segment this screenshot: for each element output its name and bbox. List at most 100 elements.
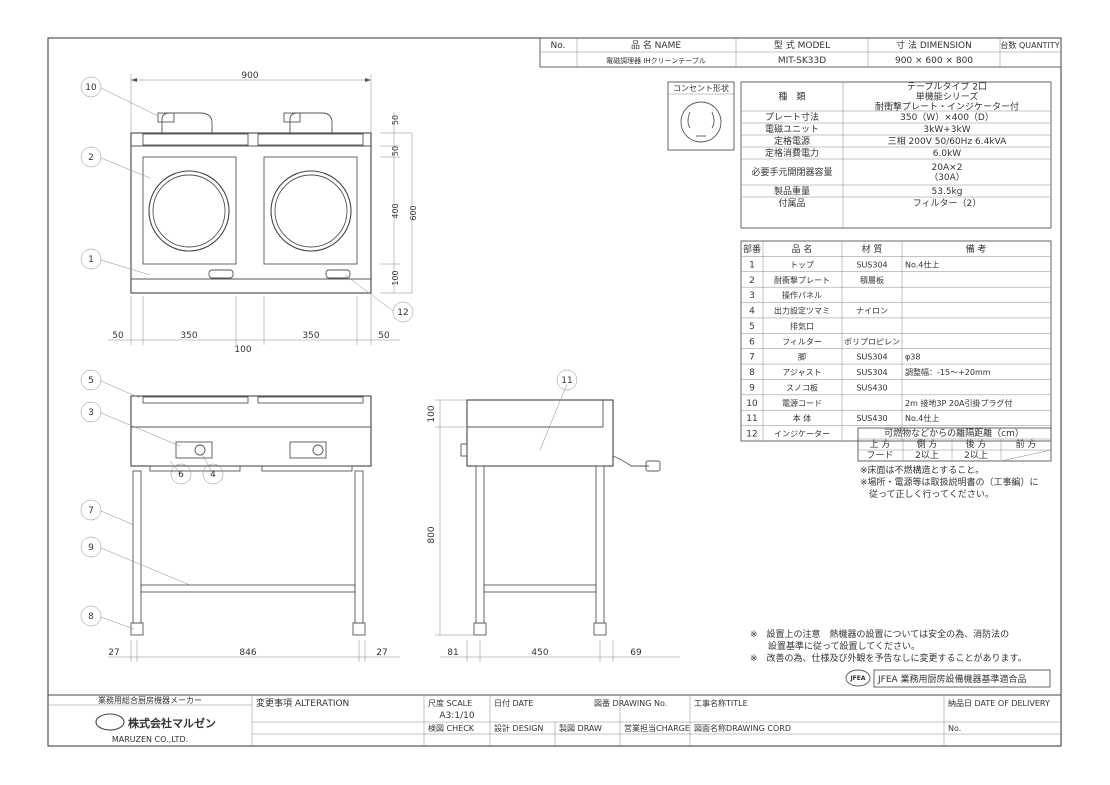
parts-no-1: 1 [749, 260, 755, 270]
dim-sv69: 69 [630, 648, 642, 658]
jfea-logo-text: JFEA [849, 675, 865, 682]
parts-no-4: 4 [749, 307, 755, 317]
spec-label-1: プレート寸法 [765, 111, 819, 123]
dim-900: 900 [241, 71, 258, 81]
spec-value-6-0: 53.5kg [932, 187, 963, 197]
parts-header-note: 備 考 [966, 243, 987, 255]
dim-b350l: 350 [180, 331, 197, 341]
dim-b50r: 50 [378, 331, 390, 341]
spec-value-0-1: 単機能シリーズ [916, 91, 979, 103]
parts-note-10: 2m 接地3P 20A引掛プラグ付 [905, 398, 1013, 408]
charge-label: 営業担当CHARGE [624, 723, 690, 733]
parts-name-12: インジケーター [774, 430, 830, 439]
spec-value-7-0: フィルター（2） [913, 198, 982, 209]
parts-material-9: SUS430 [856, 383, 887, 392]
quantity-header: 台数 QUANTITY [1000, 40, 1059, 50]
outlet-label: コンセント形状 [673, 83, 729, 93]
design-label: 設計 DESIGN [494, 723, 543, 733]
callout-9: 9 [88, 543, 94, 553]
scale-value: A3:1/10 [439, 711, 474, 721]
spec-value-5-0: 20A×2 [932, 163, 963, 173]
callout-6: 6 [178, 470, 184, 480]
company-jp: 株式会社マルゼン [128, 716, 216, 730]
parts-name-9: スノコ板 [786, 382, 818, 392]
jfea-logo-icon [845, 669, 871, 687]
callout-1: 1 [88, 255, 94, 265]
spec-label-7: 付属品 [778, 198, 805, 209]
dimension-header: 寸 法 DIMENSION [896, 39, 972, 51]
dimension-value: 900 × 600 × 800 [895, 56, 973, 66]
parts-name-3: 操作パネル [782, 290, 822, 300]
parts-name-1: トップ [790, 260, 814, 269]
spec-value-5-1: （30A） [929, 172, 965, 183]
clearance-header-3: 前 方 [1016, 438, 1037, 450]
callout-11: 11 [561, 376, 572, 386]
parts-name-7: 脚 [798, 352, 806, 362]
clearance-title: 可燃物などからの離隔距離（cm） [884, 427, 1024, 439]
clearance-header-1: 側 方 [917, 438, 938, 450]
spec-value-4-0: 6.0kW [933, 149, 962, 159]
clearance-value-1: 2以上 [915, 450, 939, 461]
dim-s800: 800 [427, 526, 437, 543]
dim-f27r: 27 [376, 648, 387, 658]
parts-no-12: 12 [746, 430, 757, 440]
parts-no-7: 7 [749, 353, 755, 363]
no-header: No. [551, 41, 566, 51]
spec-value-3-0: 三相 200V 50/60Hz 6.4kVA [888, 135, 1007, 147]
callout-10: 10 [85, 83, 97, 93]
clearance-note-2: 従って正しく行ってください。 [860, 488, 994, 500]
callout-3: 3 [88, 408, 94, 418]
dim-100: 100 [391, 270, 400, 285]
spec-value-1-0: 350（W）×400（D） [900, 112, 994, 123]
callout-5: 5 [88, 376, 94, 386]
parts-name-2: 耐衝撃プレート [774, 275, 830, 285]
name-value: 電磁調理器 IHクリーンテーブル [606, 56, 706, 65]
plan-view: 900 50 50 400 100 600 [108, 71, 418, 355]
spec-label-3: 定格電源 [774, 135, 810, 147]
model-value: MIT-SK33D [778, 56, 826, 66]
bottom-notes: ※ 設置上の注意 熱機器の設置については安全の為、消防法の 設置基準に従って設置… [750, 628, 1027, 664]
model-header: 型 式 MODEL [774, 39, 830, 51]
parts-material-11: SUS430 [856, 414, 887, 423]
parts-note-7: φ38 [905, 353, 920, 362]
side-view: 100 800 81 450 69 [427, 399, 680, 662]
parts-no-6: 6 [749, 337, 755, 347]
parts-name-4: 出力設定ツマミ [774, 306, 830, 316]
parts-header-no: 部番 [743, 243, 761, 255]
maker-label: 業務用総合厨房機器メーカー [98, 695, 202, 705]
callouts: 10 2 1 5 3 6 4 7 9 8 12 11 [80, 76, 578, 630]
clearance-header-0: 上 方 [870, 438, 891, 450]
title-label: 工事名称TITLE [694, 698, 748, 708]
callout-7: 7 [88, 506, 94, 516]
parts-material-1: SUS304 [856, 260, 887, 269]
name-header: 品 名 NAME [631, 39, 681, 51]
outlet-icon [680, 101, 722, 143]
footer-block: 業務用総合厨房機器メーカー 株式会社マルゼン MARUZEN CO.,LTD. … [48, 694, 1061, 746]
jfea-badge: JFEA JFEA 業務用厨房設備機器基準適合品 [845, 669, 1051, 688]
dim-f846: 846 [239, 648, 256, 658]
dim-b350r: 350 [302, 331, 319, 341]
parts-no-5: 5 [749, 322, 755, 332]
dim-400: 400 [391, 203, 400, 218]
clearance-value-0: フード [866, 451, 893, 461]
parts-no-9: 9 [749, 383, 755, 393]
check-label: 検図 CHECK [428, 723, 475, 733]
parts-name-11: 本 体 [793, 413, 812, 423]
title-block: No. 品 名 NAME 型 式 MODEL 寸 法 DIMENSION 台数 … [539, 37, 1062, 68]
spec-label-6: 製品重量 [774, 185, 810, 197]
clearance-note-1: ※場所・電源等は取扱説明書の（工事編）に [860, 476, 1039, 488]
scale-label: 尺度 SCALE [428, 698, 472, 708]
callout-2: 2 [88, 153, 94, 163]
parts-name-8: アジャスト [782, 368, 821, 377]
note-line-1: ※ 設置上の注意 熱機器の設置については安全の為、消防法の [750, 628, 1009, 640]
note-line-2: 設置基準に従って設置してください。 [750, 640, 920, 652]
parts-material-4: ナイロン [856, 307, 888, 316]
parts-note-1: No.4仕上 [905, 259, 939, 269]
callout-4: 4 [210, 470, 216, 480]
burner-left [148, 170, 230, 252]
spec-value-0-0: テーブルタイプ 2口 [907, 81, 987, 93]
parts-note-8: 調整幅：-15～+20mm [905, 367, 991, 377]
dim-b100: 100 [234, 345, 251, 355]
